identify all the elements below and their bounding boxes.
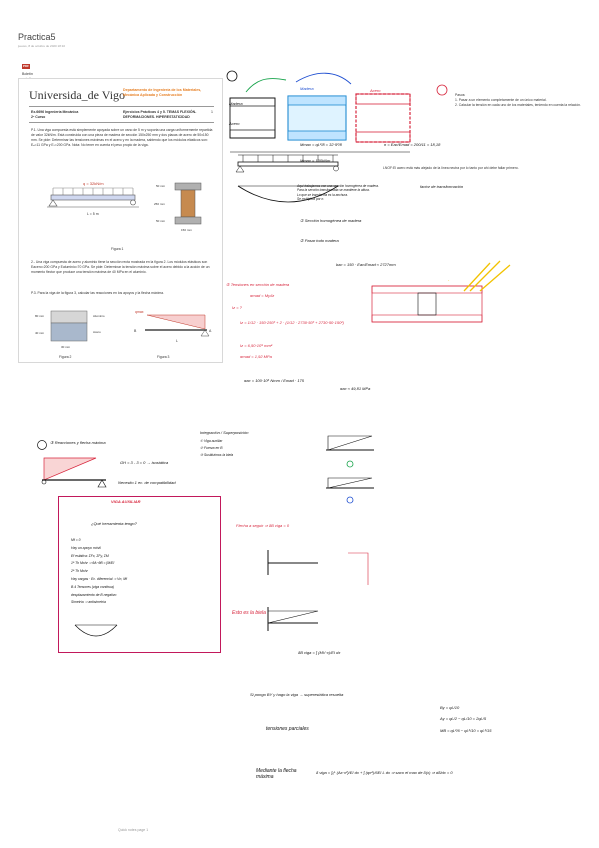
divider xyxy=(29,106,214,107)
sheet-page-number: 1 xyxy=(211,110,213,114)
typed-note-lnof: LNOF:El acero está más alejado de la lín… xyxy=(383,166,519,170)
hw-by: By = qL/10 xyxy=(440,705,460,710)
fig3-point-a: A xyxy=(209,329,212,333)
highlight-marks xyxy=(463,260,511,292)
auxiliary-beam-box: VIGA AUXILIAR ¿Qué herramienta tengo? Mf… xyxy=(58,496,221,653)
hw-ay: Ay = qL/2 − qL/10 = 2qL/5 xyxy=(440,716,487,721)
hw-mb: MB = qL²/6 − qL²/10 = qL²/15 xyxy=(440,728,492,733)
fig2-label-steel: Acero xyxy=(93,330,101,334)
hw-label-acero: Acero xyxy=(229,121,240,126)
hw-box-title: VIGA AUXILIAR xyxy=(111,499,141,504)
course-info: Ex.6696 Ingeniería Mecánica 2º Curso xyxy=(31,110,79,119)
hw-iz-label: Iz = ? xyxy=(232,305,242,310)
hw-iz-formula: Iz = 1/12 · 150·250³ + 2 · (1/12 · 2730·… xyxy=(240,320,344,325)
problem-3-text: P.3. Para la viga de la figura 3, calcul… xyxy=(31,291,164,295)
fig1-dim-1: 50 mm xyxy=(156,184,166,188)
university-logo: Universida_de Vigo xyxy=(29,88,126,102)
hw-sigma-ac-expr: σac = 100·10⁶ Nmm / Emad · 175 xyxy=(244,378,304,383)
typed-notes: Pasos: 1. Pasar a un elemento completame… xyxy=(455,93,581,107)
fig3-point-b: B xyxy=(134,329,137,333)
figures-2-3: Aluminio Acero 80 mm 40 mm 30 mm qmax B … xyxy=(35,310,212,349)
problem-1-text: P.1. Una viga compuesta está simplemente… xyxy=(31,128,213,147)
composite-section-sketch xyxy=(226,70,448,153)
figure-1-caption: Figura 1 xyxy=(111,247,124,251)
hw-label-madera-blue: Madera xyxy=(300,86,314,91)
hw-section-heading-tensiones: ⑤ Tensiones en sección de madera xyxy=(226,282,290,287)
hw-width-formula: bac = 150 · Eac/Emad ≈ 2727mm xyxy=(336,262,396,267)
exercise-title: Ejercicios Prácticas 4 y 5. TEMAS FLEXIÓ… xyxy=(123,110,197,119)
hw-tension-note: tensiones parciales xyxy=(266,726,309,732)
pdf-icon: PDF xyxy=(22,64,30,69)
hw-flecha-integral: δB viga = ∫ (MV·x)/EI dx xyxy=(298,650,341,655)
beam-load-sketch xyxy=(235,154,339,203)
superposition-sketches xyxy=(326,435,374,504)
hw-aside-factor: factor de transformación xyxy=(420,184,464,189)
cantilever-sketches xyxy=(267,550,369,631)
fig2-dim-1: 80 mm xyxy=(35,314,45,318)
hw-bullet-1: ① Sección homogénea de madera xyxy=(300,218,362,223)
hw-sigma-mad: σmad = 1,92 MPa xyxy=(240,354,272,359)
fig1-dim-3: 50 mm xyxy=(156,219,166,223)
hw-moment-formula: Mmax = qL²/8 = 32·5²/8 xyxy=(300,142,342,147)
fig1-dim-4: 150 mm xyxy=(181,228,192,232)
arch-sketch xyxy=(74,624,118,637)
hw-ratio: n = Eac/Emad = 200/11 = 18,18 xyxy=(384,142,441,147)
figure-1: q = 32kN/m L = 5 m 50 mm 250 mm 50 mm 15… xyxy=(47,181,202,232)
fig3-load-label: qmax xyxy=(135,310,144,314)
hw-final-integral: δ viga = ∫₀ᴸ (Ax·x²)/EI dx + ∫ (qx⁴)/6EI… xyxy=(316,770,453,775)
hw-bullet-2: ② Pasar todo madera xyxy=(300,238,339,243)
problem-2-text: 2.- Una viga compuesta de acero y alumin… xyxy=(31,260,210,274)
fig2-label-aluminium: Aluminio xyxy=(93,314,105,318)
hw-box-question: ¿Qué herramienta tengo? xyxy=(91,521,137,526)
fig3-span-label: L xyxy=(176,339,178,343)
hw-gh-eq: GH = 3 - 3 = 0 → isostática xyxy=(120,460,169,465)
figure-2-caption: Figura 2 xyxy=(59,355,72,359)
department-name: Departamento de Ingeniería de los Materi… xyxy=(123,88,202,97)
figure-3-caption: Figura 3 xyxy=(157,355,170,359)
fig1-load-label: q = 32kN/m xyxy=(83,181,104,186)
hw-sigma-formula: σmad = My/Iz xyxy=(250,293,275,298)
hw-section-3-heading: ③ Reacciones y flecha máxima xyxy=(50,440,106,445)
hw-side-note: Mediante la flecha máxima xyxy=(256,768,297,780)
hw-need-eq: Necesito 1 ec. de compatibilidad xyxy=(118,480,176,485)
hw-label-madera: Madera xyxy=(229,101,243,106)
fig1-dim-2: 250 mm xyxy=(154,202,165,206)
divider xyxy=(29,122,214,123)
hw-label-acero-red: Acero xyxy=(370,88,381,93)
hw-biela-label: Esto es la biela xyxy=(232,610,266,616)
fig2-dim-3: 30 mm xyxy=(61,345,71,349)
hw-notes-block: Aquí trabajamos con una sección homogéne… xyxy=(297,184,379,202)
fig1-span-label: L = 5 m xyxy=(87,212,99,216)
fig2-dim-2: 40 mm xyxy=(35,331,45,335)
hw-box-lines: Mf = 0 Hay un apoyo móvil Ef estática: Σ… xyxy=(71,538,127,605)
beam-triangular-load-sketch xyxy=(37,440,107,488)
hw-mmax: Mmax = 100kNm xyxy=(300,158,331,163)
hw-sigma-ac-result: σac ≈ 49,81 MPa xyxy=(340,386,371,391)
hw-iz-value: Iz = 6,50·10⁹ mm⁴ xyxy=(240,343,273,348)
exercise-sheet: Universida_de Vigo Departamento de Ingen… xyxy=(18,78,223,363)
page-title: Practica5 xyxy=(18,32,56,42)
hw-circle-steps: ① Viga auxiliar ② Fuerza en B ③ Sustitui… xyxy=(200,439,234,457)
page-footer: Quick notes page 1 xyxy=(118,828,149,832)
hw-compat-eq: Flecha a seguir ⇒ δB viga = 0 xyxy=(236,523,290,528)
hw-superposition-note: Si pongo BY y hago la viga → superestáti… xyxy=(250,692,344,697)
page-header: Practica5 jueves, 8 de octubre de 2020 1… xyxy=(18,32,218,48)
hw-method: Integración / Superposición xyxy=(200,430,249,435)
page-date: jueves, 8 de octubre de 2020 18:10 xyxy=(18,44,66,48)
